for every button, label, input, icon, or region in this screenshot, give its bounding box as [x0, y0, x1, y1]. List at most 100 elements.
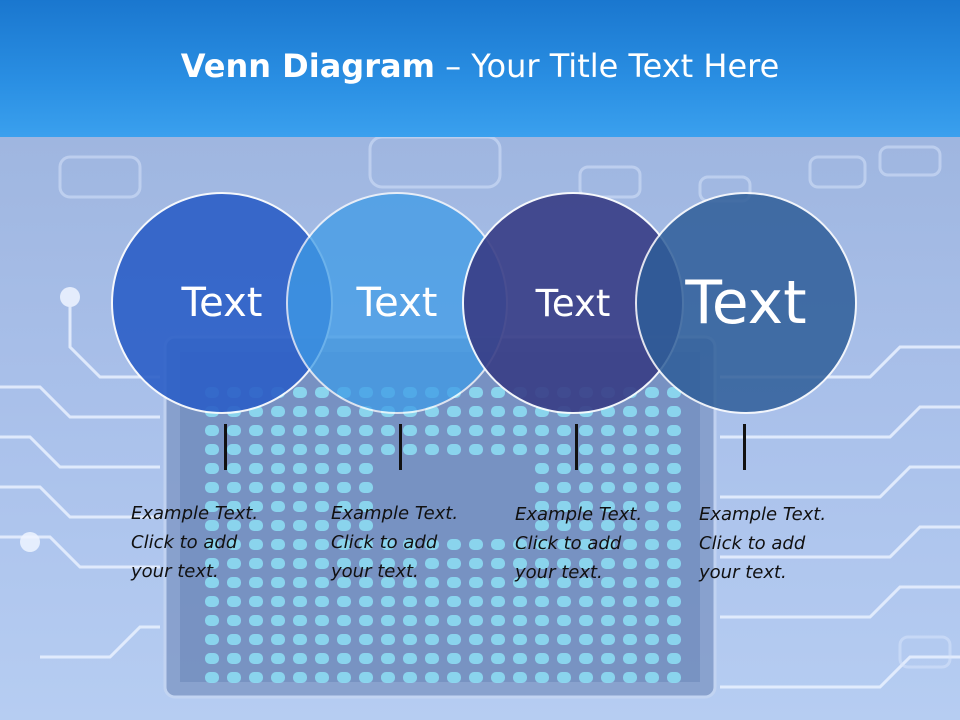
- chip-pad-dot: [249, 634, 263, 645]
- chip-pad-dot: [315, 634, 329, 645]
- chip-pad-dot: [227, 463, 241, 474]
- chip-pad-dot: [469, 387, 483, 398]
- chip-pad-dot: [469, 596, 483, 607]
- chip-pad-dot: [645, 558, 659, 569]
- chip-pad-dot: [293, 520, 307, 531]
- chip-pad-dot: [557, 425, 571, 436]
- chip-pad-dot: [535, 520, 549, 531]
- chip-pad-dot: [513, 444, 527, 455]
- chip-pad-dot: [579, 558, 593, 569]
- chip-pad-dot: [491, 634, 505, 645]
- chip-pad-dot: [205, 520, 219, 531]
- chip-pad-dot: [315, 501, 329, 512]
- description-line: Click to add: [131, 532, 238, 553]
- chip-pad-dot: [491, 653, 505, 664]
- circle-label-4[interactable]: Text: [685, 268, 807, 338]
- slide-title[interactable]: Venn Diagram – Your Title Text Here: [0, 44, 960, 88]
- chip-pad-dot: [293, 672, 307, 683]
- chip-pad-dot: [293, 577, 307, 588]
- circle-label-1[interactable]: Text: [181, 280, 263, 326]
- chip-pad-dot: [425, 425, 439, 436]
- chip-pad-dot: [337, 406, 351, 417]
- chip-pad-dot: [315, 425, 329, 436]
- chip-pad-dot: [403, 672, 417, 683]
- chip-pad-dot: [623, 596, 637, 607]
- chip-pad-dot: [315, 444, 329, 455]
- chip-pad-dot: [469, 444, 483, 455]
- chip-pad-dot: [271, 634, 285, 645]
- chip-pad-dot: [293, 463, 307, 474]
- chip-pad-dot: [667, 425, 681, 436]
- chip-pad-dot: [249, 615, 263, 626]
- chip-pad-dot: [645, 634, 659, 645]
- chip-pad-dot: [425, 615, 439, 626]
- description-line: Click to add: [699, 533, 806, 554]
- chip-pad-dot: [447, 406, 461, 417]
- chip-pad-dot: [381, 425, 395, 436]
- chip-pad-dot: [249, 520, 263, 531]
- chip-pad-dot: [403, 653, 417, 664]
- chip-pad-dot: [667, 558, 681, 569]
- chip-pad-dot: [315, 482, 329, 493]
- chip-pad-dot: [359, 672, 373, 683]
- venn-circle-4[interactable]: [635, 192, 857, 414]
- chip-pad-dot: [623, 520, 637, 531]
- chip-pad-dot: [469, 653, 483, 664]
- chip-pad-dot: [491, 596, 505, 607]
- chip-pad-dot: [579, 672, 593, 683]
- description-3[interactable]: Example Text. Click to add your text.: [515, 500, 675, 587]
- chip-pad-dot: [579, 539, 593, 550]
- connector-line-2: [399, 424, 402, 470]
- chip-pad-dot: [535, 444, 549, 455]
- chip-pad-dot: [579, 463, 593, 474]
- title-rest: – Your Title Text Here: [434, 47, 780, 85]
- chip-pad-dot: [667, 444, 681, 455]
- chip-pad-dot: [645, 444, 659, 455]
- chip-pad-dot: [667, 672, 681, 683]
- chip-pad-dot: [337, 539, 351, 550]
- chip-pad-dot: [579, 615, 593, 626]
- chip-pad-dot: [337, 615, 351, 626]
- chip-pad-dot: [623, 501, 637, 512]
- description-line: your text.: [515, 562, 603, 583]
- chip-pad-dot: [425, 672, 439, 683]
- chip-pad-dot: [337, 444, 351, 455]
- description-2[interactable]: Example Text. Click to add your text.: [331, 499, 491, 586]
- circle-label-2[interactable]: Text: [356, 280, 438, 326]
- chip-pad-dot: [513, 672, 527, 683]
- chip-pad-dot: [205, 672, 219, 683]
- chip-pad-dot: [205, 577, 219, 588]
- chip-pad-dot: [469, 406, 483, 417]
- description-1[interactable]: Example Text. Click to add your text.: [131, 499, 291, 586]
- chip-pad-dot: [491, 425, 505, 436]
- chip-pad-dot: [557, 577, 571, 588]
- circuit-board-background: [0, 137, 960, 720]
- chip-pad-dot: [249, 501, 263, 512]
- chip-pad-dot: [535, 615, 549, 626]
- circle-label-3[interactable]: Text: [535, 282, 611, 325]
- description-line: your text.: [131, 561, 219, 582]
- chip-pad-dot: [315, 520, 329, 531]
- chip-pad-dot: [205, 501, 219, 512]
- chip-pad-dot: [315, 406, 329, 417]
- chip-pad-dot: [381, 444, 395, 455]
- chip-pad-dot: [271, 501, 285, 512]
- chip-pad-dot: [337, 577, 351, 588]
- chip-pad-dot: [359, 615, 373, 626]
- chip-pad-dot: [557, 539, 571, 550]
- chip-pad-dot: [227, 596, 241, 607]
- chip-pad-dot: [359, 558, 373, 569]
- description-line: Example Text.: [515, 504, 643, 525]
- chip-pad-dot: [579, 653, 593, 664]
- chip-pad-dot: [337, 425, 351, 436]
- chip-pad-dot: [249, 596, 263, 607]
- chip-pad-dot: [359, 482, 373, 493]
- chip-pad-dot: [491, 539, 505, 550]
- chip-pad-dot: [447, 615, 461, 626]
- chip-pad-dot: [337, 558, 351, 569]
- chip-pad-dot: [601, 520, 615, 531]
- chip-pad-dot: [645, 577, 659, 588]
- description-4[interactable]: Example Text. Click to add your text.: [699, 500, 859, 587]
- chip-pad-dot: [645, 653, 659, 664]
- chip-pad-dot: [579, 634, 593, 645]
